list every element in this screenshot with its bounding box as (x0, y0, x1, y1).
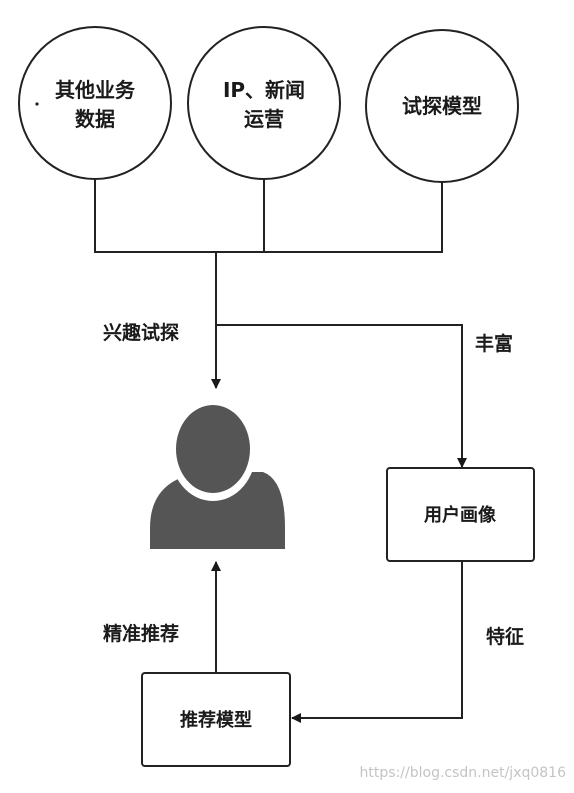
user-avatar-icon (150, 401, 285, 549)
watermark-text: https://blog.csdn.net/jxq0816 (359, 765, 566, 781)
source-label-line: IP、新闻 (223, 78, 305, 102)
source-node-ip-news-operation: IP、新闻 运营 (187, 26, 341, 180)
user-profile-node: 用户画像 (386, 467, 535, 562)
edge-label-precise-recommend: 精准推荐 (103, 622, 179, 645)
recommend-model-node: 推荐模型 (141, 672, 291, 767)
merge-connector (94, 179, 443, 253)
arrow-to-recommend-model (291, 562, 463, 723)
source-label-line: 试探模型 (402, 94, 482, 118)
edge-label-feature: 特征 (486, 625, 524, 648)
arrow-to-user-profile (216, 324, 467, 468)
dot-mark (35, 102, 39, 106)
source-node-probe-model: 试探模型 (365, 29, 519, 183)
source-node-other-business-data: 其他业务 数据 (18, 26, 172, 180)
source-label-line: 数据 (75, 107, 115, 131)
recommend-model-label: 推荐模型 (180, 709, 252, 731)
edge-label-enrich: 丰富 (475, 332, 513, 355)
user-profile-label: 用户画像 (424, 504, 497, 526)
source-label-line: 其他业务 (55, 78, 136, 102)
source-label-line: 运营 (244, 107, 284, 131)
edge-label-interest-probe: 兴趣试探 (103, 321, 179, 344)
